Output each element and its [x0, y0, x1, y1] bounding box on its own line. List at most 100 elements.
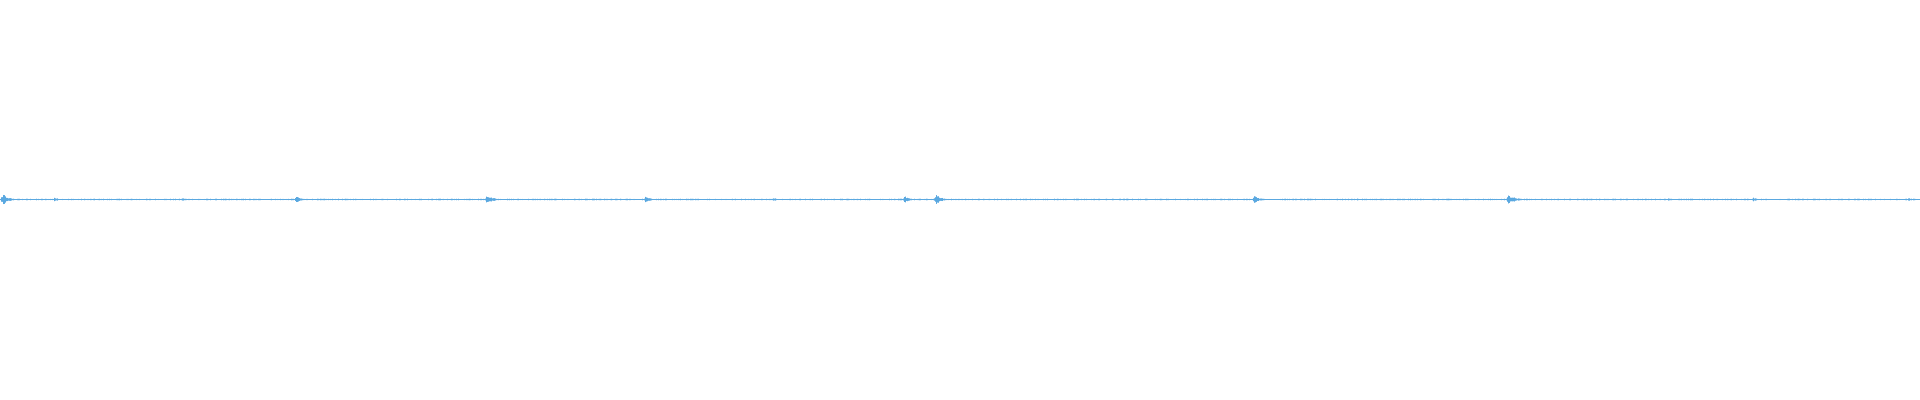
waveform-sample	[925, 198, 926, 201]
waveform-sample	[1533, 199, 1534, 200]
waveform-sample	[1828, 199, 1829, 200]
waveform-sample	[709, 198, 710, 201]
waveform-sample	[325, 198, 326, 201]
waveform-sample	[1369, 199, 1370, 200]
waveform-sample	[75, 198, 76, 201]
waveform-sample	[37, 199, 38, 200]
waveform-sample	[80, 199, 81, 200]
waveform-sample	[1520, 198, 1521, 201]
waveform-sample	[1905, 198, 1906, 201]
waveform-sample	[903, 198, 904, 201]
waveform-sample	[906, 198, 907, 201]
waveform-sample	[1853, 199, 1854, 200]
waveform-sample	[1335, 199, 1336, 200]
waveform-sample	[1332, 199, 1333, 200]
waveform-sample	[829, 198, 830, 201]
waveform-sample	[773, 198, 774, 201]
waveform-sample	[544, 198, 545, 201]
waveform-sample	[299, 198, 300, 201]
waveform-sample	[1565, 199, 1566, 200]
waveform-sample	[723, 199, 724, 200]
waveform-sample	[1632, 199, 1633, 200]
waveform-sample	[383, 198, 384, 201]
waveform-sample	[618, 199, 619, 200]
waveform-sample	[35, 199, 36, 200]
waveform-sample	[574, 198, 575, 201]
waveform-sample	[1213, 198, 1214, 201]
waveform-sample	[1345, 198, 1346, 201]
waveform-sample	[997, 198, 998, 201]
waveform-sample	[1737, 199, 1738, 200]
waveform-sample	[227, 199, 228, 200]
waveform-sample	[1432, 198, 1433, 201]
waveform-sample	[243, 198, 244, 201]
waveform-sample	[1158, 199, 1159, 200]
waveform-sample	[846, 198, 847, 201]
waveform-sample	[305, 199, 306, 200]
waveform-sample	[417, 199, 418, 200]
waveform-sample	[1400, 198, 1401, 201]
waveform-sample	[1269, 198, 1270, 201]
waveform-sample	[897, 199, 898, 200]
waveform-sample	[29, 199, 30, 200]
waveform-sample	[33, 199, 34, 200]
waveform-sample	[825, 199, 826, 200]
waveform-sample	[848, 198, 849, 201]
waveform-sample	[1004, 199, 1005, 200]
waveform-sample	[497, 198, 498, 201]
waveform-sample	[783, 199, 784, 200]
waveform-sample	[842, 198, 843, 201]
waveform-sample	[1629, 199, 1630, 200]
waveform-sample	[1234, 199, 1235, 200]
waveform-sample	[352, 199, 353, 200]
waveform-sample	[520, 198, 521, 201]
waveform-sample	[1244, 198, 1245, 201]
waveform-sample	[665, 198, 666, 201]
waveform-sample	[821, 198, 822, 201]
waveform-sample	[1489, 199, 1490, 200]
waveform-sample	[545, 198, 546, 201]
waveform-sample	[1167, 198, 1168, 201]
waveform-sample	[1116, 199, 1117, 200]
waveform-sample	[143, 199, 144, 200]
waveform-sample	[1506, 198, 1507, 201]
waveform-sample	[1171, 199, 1172, 200]
waveform-sample	[1029, 198, 1030, 200]
waveform-sample	[1021, 199, 1022, 200]
waveform-sample	[754, 198, 755, 201]
waveform-sample	[716, 199, 717, 200]
waveform-sample	[1859, 198, 1860, 201]
waveform-sample	[532, 198, 533, 201]
waveform-sample	[546, 199, 547, 200]
waveform-sample	[412, 199, 413, 200]
waveform-sample	[1722, 198, 1723, 201]
waveform-sample	[1266, 199, 1267, 200]
waveform-sample	[894, 198, 895, 201]
waveform-sample	[99, 198, 100, 201]
waveform-sample	[1025, 198, 1026, 201]
waveform-sample	[1164, 199, 1165, 200]
waveform-sample	[1040, 199, 1041, 200]
waveform-sample	[717, 199, 718, 200]
waveform-sample	[1397, 198, 1398, 201]
waveform-sample	[1561, 199, 1562, 200]
waveform-sample	[1608, 198, 1609, 201]
waveform-sample	[346, 198, 347, 201]
waveform-sample	[269, 199, 270, 200]
waveform-sample	[426, 199, 427, 200]
waveform-sample	[1671, 198, 1672, 201]
waveform-sample	[979, 198, 980, 201]
waveform-sample	[1620, 198, 1621, 201]
waveform-sample	[1726, 199, 1727, 200]
waveform-sample	[1182, 199, 1183, 200]
waveform-sample	[1509, 196, 1510, 203]
waveform-sample	[209, 199, 210, 200]
waveform-sample	[111, 198, 112, 201]
waveform-sample	[620, 198, 621, 201]
waveform-sample	[1816, 199, 1817, 200]
waveform-sample	[766, 198, 767, 201]
waveform-sample	[794, 199, 795, 200]
waveform-sample	[1862, 199, 1863, 200]
waveform-sample	[533, 198, 534, 201]
